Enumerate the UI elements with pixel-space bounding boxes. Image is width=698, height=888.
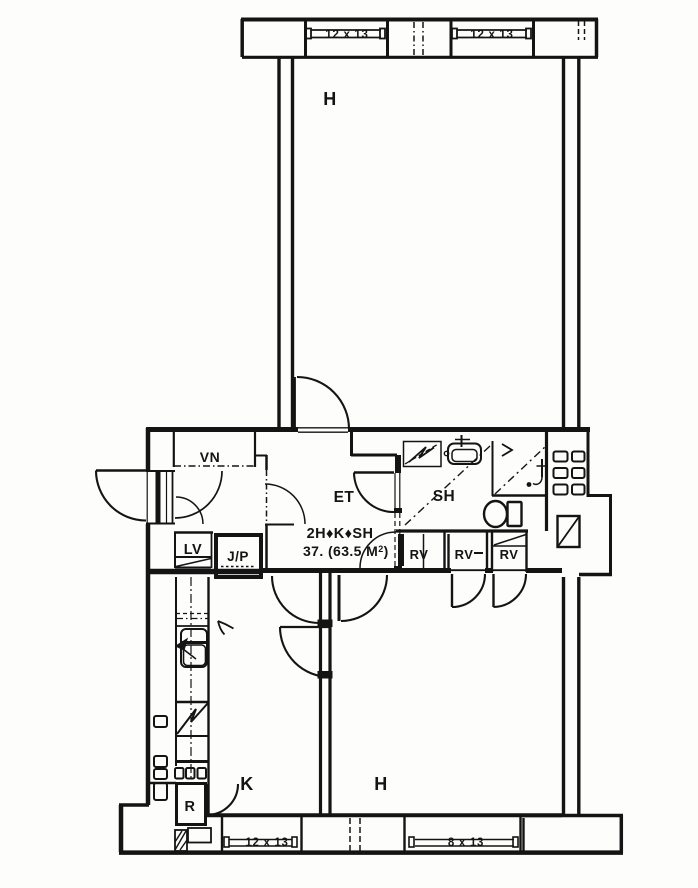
svg-text:SH: SH: [433, 488, 456, 505]
svg-text:LV: LV: [184, 542, 202, 558]
svg-text:RV: RV: [455, 547, 474, 562]
svg-text:12 x 13: 12 x 13: [470, 29, 513, 41]
svg-text:12 x 13: 12 x 13: [325, 29, 368, 41]
svg-text:H: H: [323, 89, 337, 109]
svg-text:K: K: [240, 774, 254, 794]
svg-text:12 x 13: 12 x 13: [245, 837, 288, 849]
svg-text:RV: RV: [410, 547, 429, 562]
svg-text:R: R: [185, 799, 196, 815]
svg-text:H: H: [374, 774, 388, 794]
svg-text:J/P: J/P: [227, 549, 249, 564]
svg-text:2H♦K♦SH: 2H♦K♦SH: [307, 526, 374, 542]
svg-text:VN: VN: [200, 449, 220, 465]
svg-text:RV: RV: [500, 547, 519, 562]
svg-text:ET: ET: [334, 489, 355, 506]
svg-text:8 x 13: 8 x 13: [448, 837, 484, 849]
svg-text:37. (63.5 M2): 37. (63.5 M2): [303, 543, 389, 559]
